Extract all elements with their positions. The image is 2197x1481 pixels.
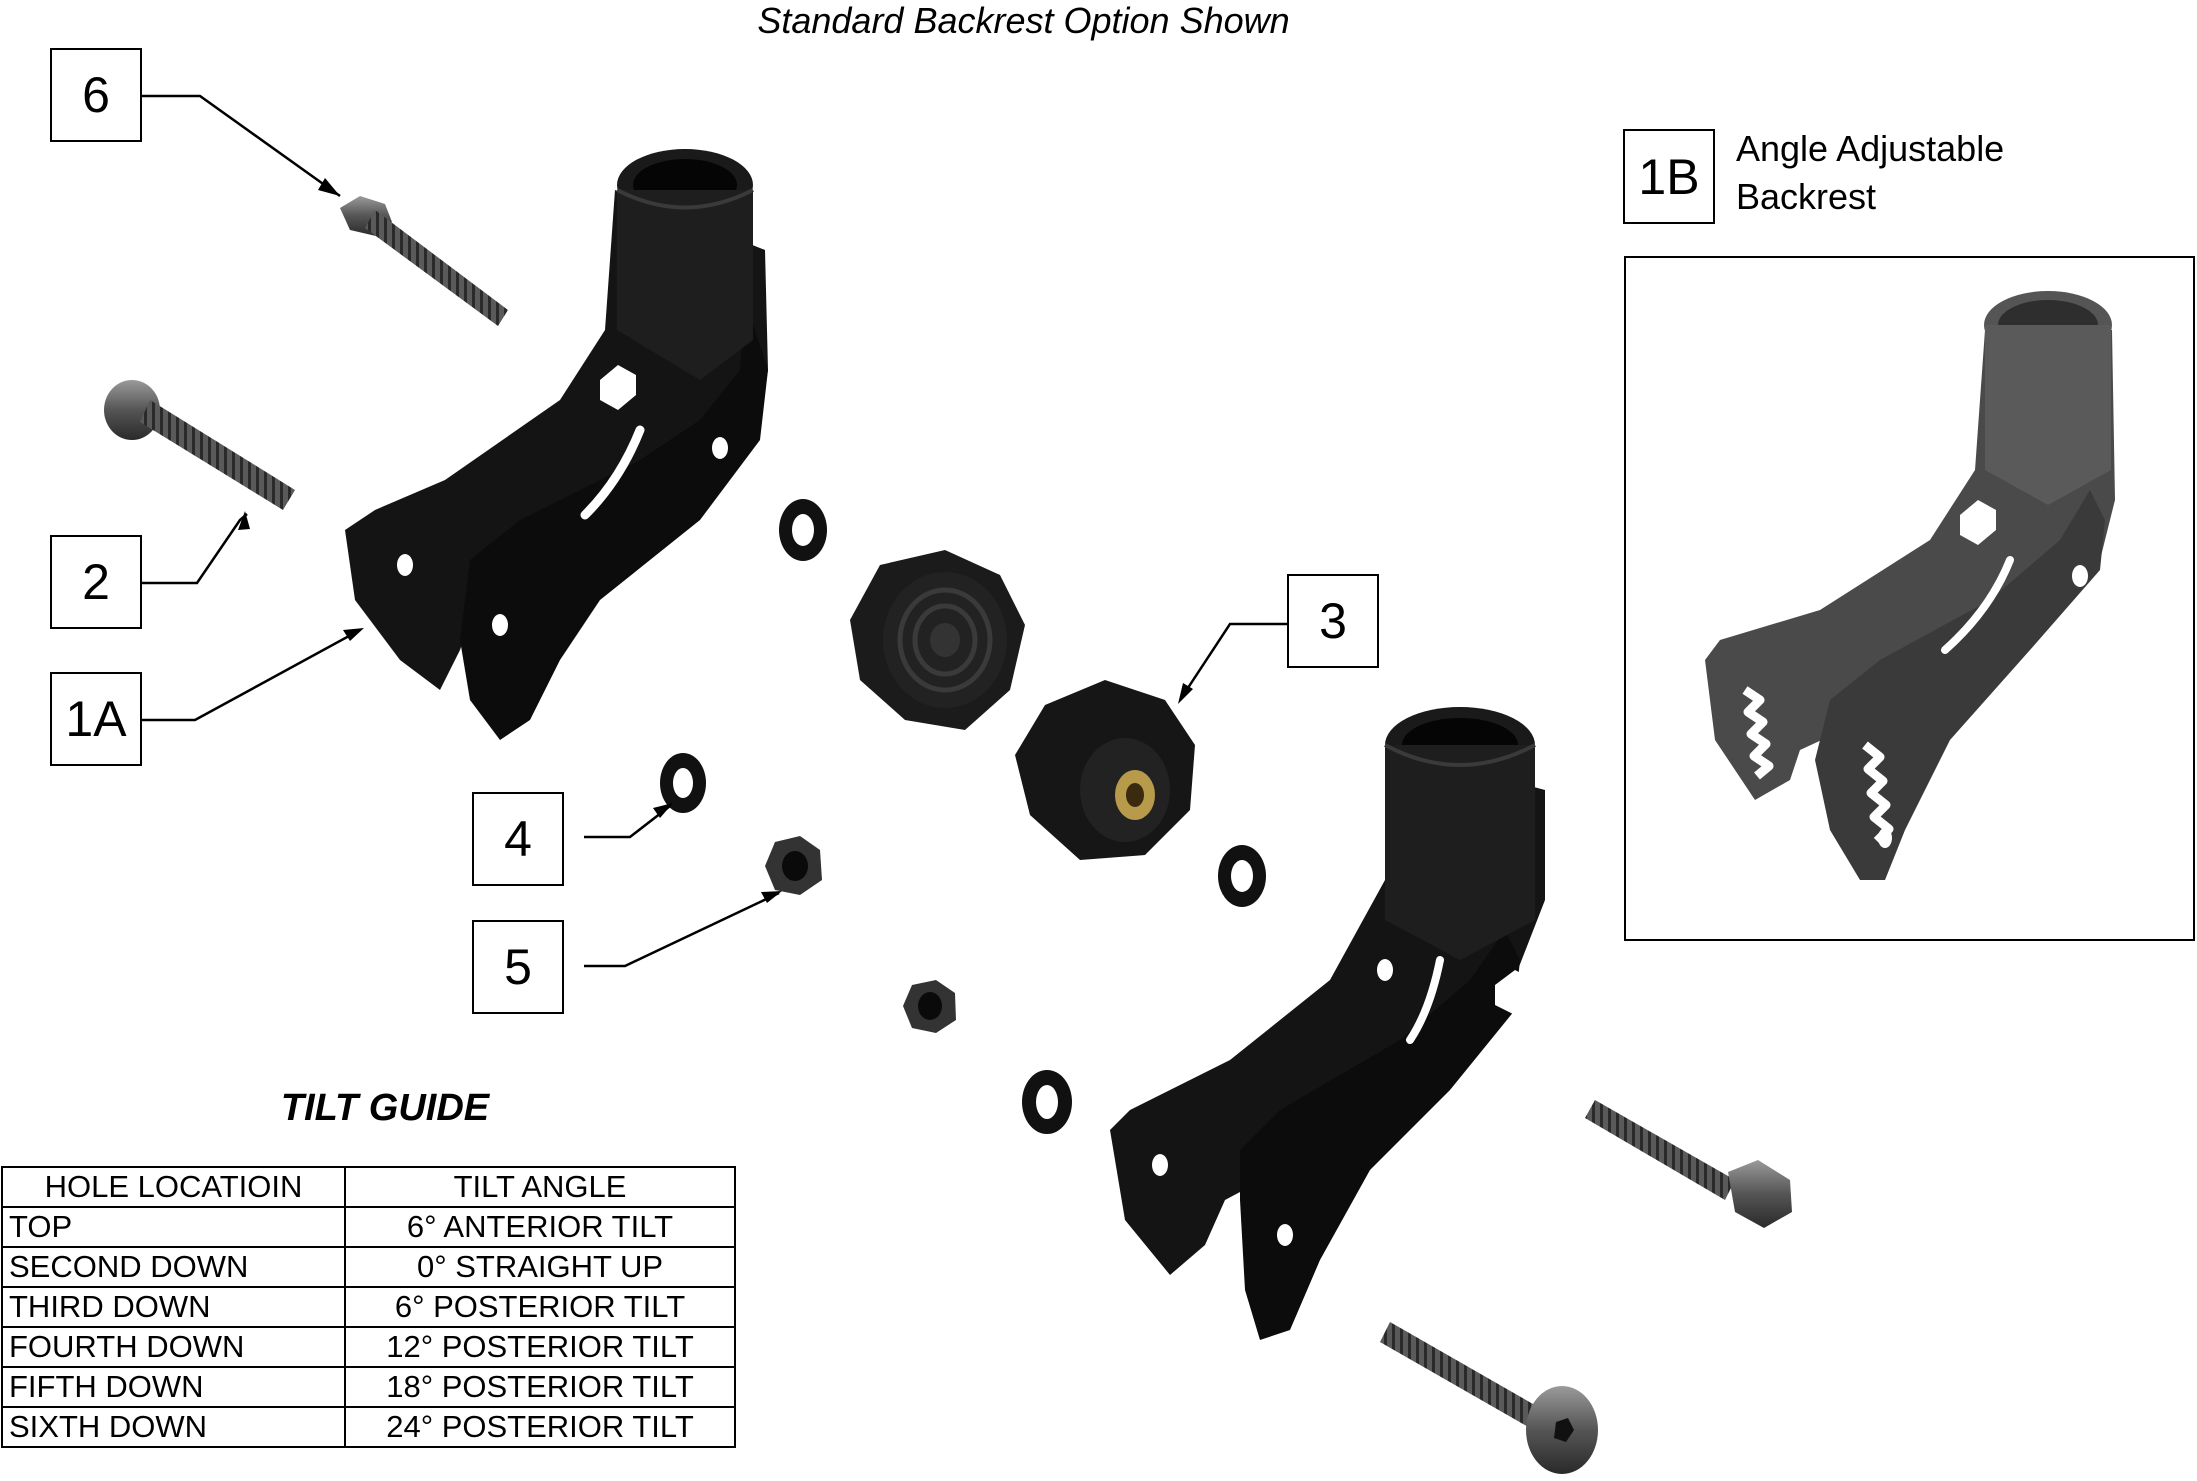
inset-caption-line1: Angle Adjustable — [1736, 128, 2005, 169]
bolt — [1380, 1322, 1598, 1474]
tilt-angle-cell: 6° POSTERIOR TILT — [344, 1286, 736, 1328]
washer — [660, 753, 706, 813]
nut — [903, 980, 956, 1033]
inset-bracket-1b — [1705, 291, 2115, 880]
callout-3: 3 — [1287, 574, 1379, 668]
callout-1a: 1A — [50, 672, 142, 766]
callout-6: 6 — [50, 48, 142, 142]
inset-frame — [1624, 256, 2195, 941]
inset-caption: Angle Adjustable Backrest — [1736, 125, 2004, 221]
callout-4: 4 — [472, 792, 564, 886]
hole-location-cell: THIRD DOWN — [1, 1286, 346, 1328]
nut-5 — [765, 836, 822, 895]
tilt-angle-cell: 12° POSTERIOR TILT — [344, 1326, 736, 1368]
backrest-bracket-1a — [345, 149, 768, 740]
column-header: HOLE LOCATIOIN — [1, 1166, 346, 1208]
tilt-angle-cell: 18° POSTERIOR TILT — [344, 1366, 736, 1408]
washer — [1218, 845, 1266, 907]
callout-2: 2 — [50, 535, 142, 629]
table-row: FOURTH DOWN 12° POSTERIOR TILT — [1, 1326, 736, 1368]
callout-5: 5 — [472, 920, 564, 1014]
bolt-6 — [340, 196, 508, 326]
bolt-2 — [104, 380, 295, 510]
washer — [779, 499, 827, 561]
hole-location-cell: FIFTH DOWN — [1, 1366, 346, 1408]
diagram-caption: Standard Backrest Option Shown — [757, 0, 1290, 41]
bolt — [1585, 1100, 1792, 1228]
callout-1b: 1B — [1623, 129, 1715, 224]
tilt-angle-cell: 0° STRAIGHT UP — [344, 1246, 736, 1288]
table-row: FIFTH DOWN 18° POSTERIOR TILT — [1, 1366, 736, 1408]
tilt-angle-cell: 24° POSTERIOR TILT — [344, 1406, 736, 1448]
washer — [1022, 1070, 1072, 1134]
table-row: THIRD DOWN 6° POSTERIOR TILT — [1, 1286, 736, 1328]
tilt-guide-table: HOLE LOCATIOIN TILT ANGLE TOP 6° ANTERIO… — [1, 1166, 736, 1448]
tilt-guide-title: TILT GUIDE — [280, 1087, 490, 1129]
knob — [850, 550, 1025, 730]
table-row: TOP 6° ANTERIOR TILT — [1, 1206, 736, 1248]
column-header: TILT ANGLE — [344, 1166, 736, 1208]
hole-location-cell: SIXTH DOWN — [1, 1406, 346, 1448]
inset-caption-line2: Backrest — [1736, 176, 1877, 217]
table-row: SECOND DOWN 0° STRAIGHT UP — [1, 1246, 736, 1288]
hole-location-cell: FOURTH DOWN — [1, 1326, 346, 1368]
hole-location-cell: SECOND DOWN — [1, 1246, 346, 1288]
knob-3 — [1015, 680, 1195, 860]
tilt-angle-cell: 6° ANTERIOR TILT — [344, 1206, 736, 1248]
hole-location-cell: TOP — [1, 1206, 346, 1248]
table-row: SIXTH DOWN 24° POSTERIOR TILT — [1, 1406, 736, 1448]
table-header-row: HOLE LOCATIOIN TILT ANGLE — [1, 1166, 736, 1208]
backrest-bracket-lower — [1110, 707, 1545, 1340]
leader-lines — [141, 94, 1288, 968]
